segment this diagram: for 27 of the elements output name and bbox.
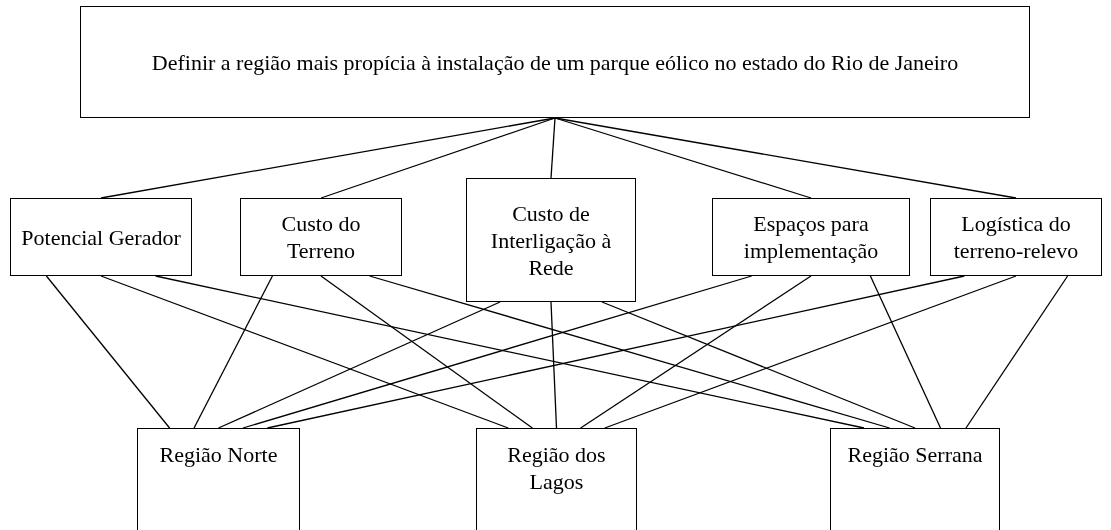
- connector-line: [320, 117, 556, 199]
- connector-line: [550, 301, 558, 429]
- connector-line: [193, 275, 274, 429]
- connector-line: [580, 275, 812, 429]
- connector-line: [554, 117, 1017, 199]
- connector-line: [154, 275, 865, 429]
- criterion-box: Espaços para implementação: [712, 198, 910, 276]
- criterion-box: Custo do Terreno: [240, 198, 402, 276]
- connector-line: [368, 275, 891, 429]
- connector-line: [100, 275, 509, 429]
- connector-line: [604, 275, 1017, 429]
- region-box: Região dos Lagos: [476, 428, 637, 530]
- connector-line: [217, 301, 501, 429]
- region-box: Região Norte: [137, 428, 300, 530]
- criterion-box: Logística do terreno-relevo: [930, 198, 1102, 276]
- connector-line: [266, 275, 966, 429]
- connector-line: [550, 117, 556, 179]
- region-box: Região Serrana: [830, 428, 1000, 530]
- connector-line: [869, 275, 942, 429]
- connector-line: [45, 275, 171, 429]
- connector-line: [320, 275, 533, 429]
- connector-line: [242, 275, 753, 429]
- goal-box: Definir a região mais propícia à instalação de um parque eólico no estado do Rio de Janeiro: [80, 6, 1030, 118]
- connector-line: [965, 275, 1069, 429]
- connector-line: [601, 301, 916, 429]
- criterion-box: Potencial Gerador: [10, 198, 192, 276]
- criterion-box: Custo de Interligação à Rede: [466, 178, 636, 302]
